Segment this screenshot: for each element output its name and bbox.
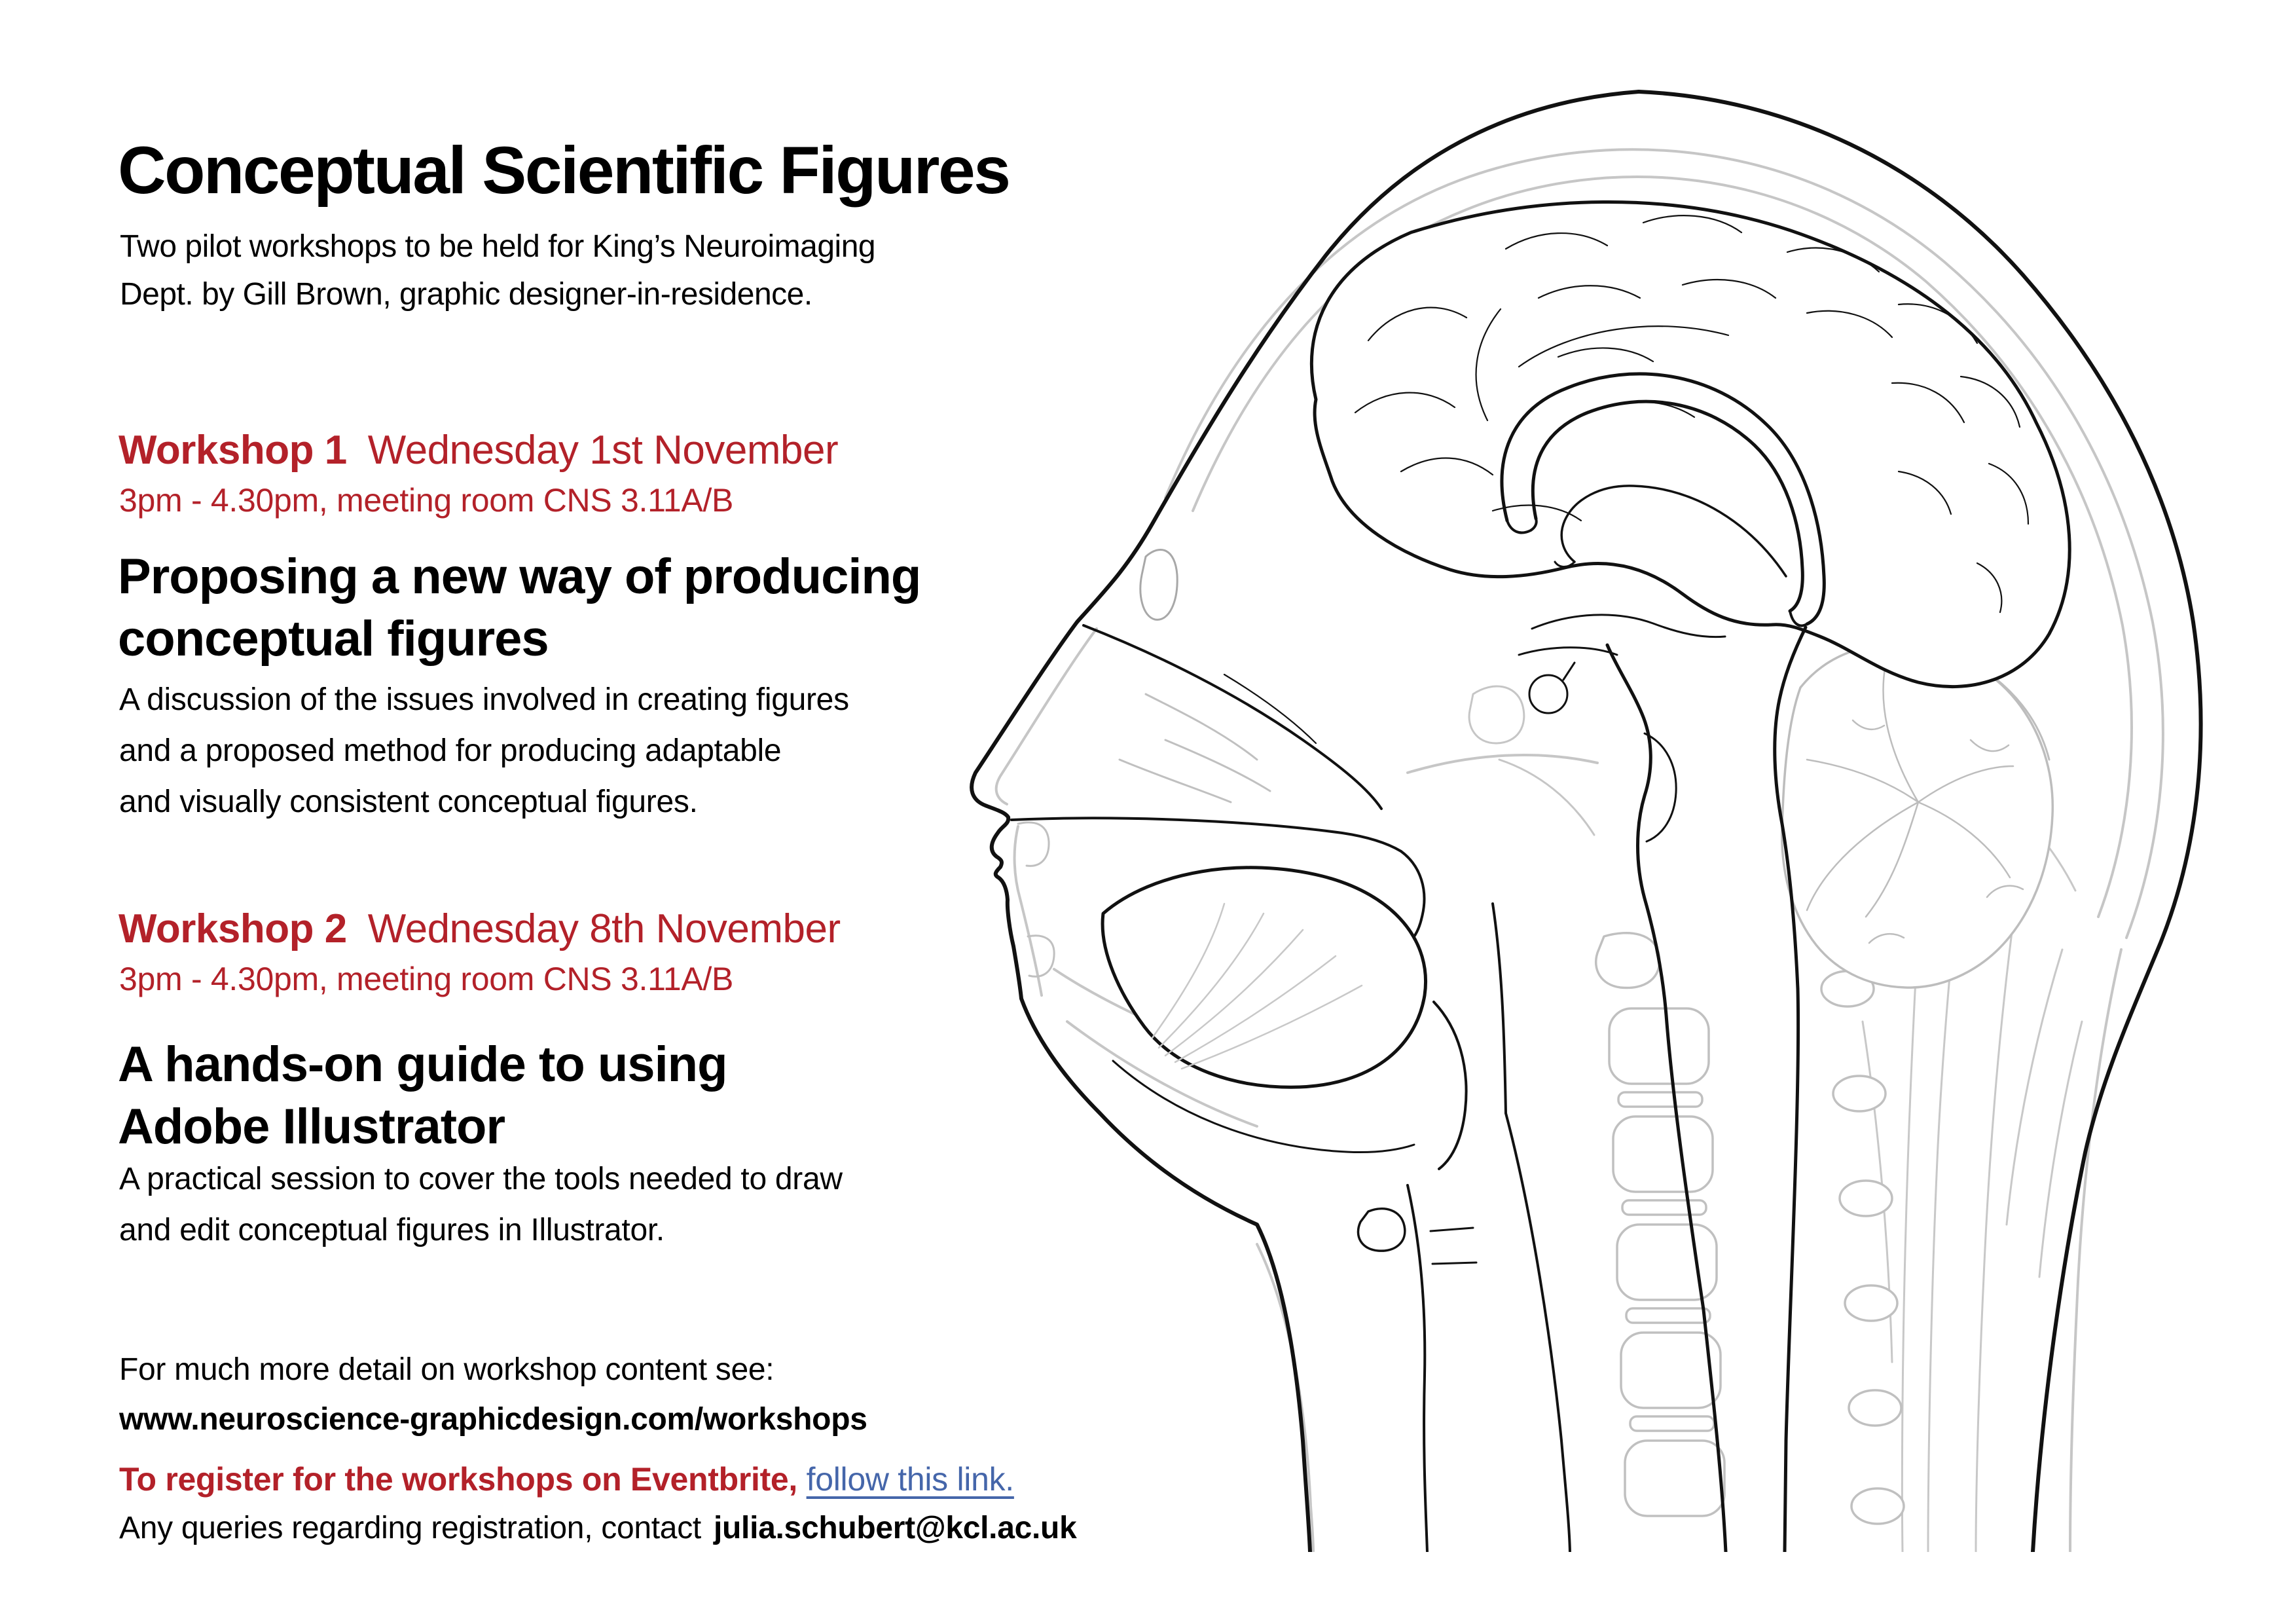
- workshop1-desc-line-1: A discussion of the issues involved in c…: [119, 682, 849, 717]
- brain-cortex: [1309, 200, 2071, 688]
- contact-email: julia.schubert@kcl.ac.uk: [713, 1511, 1077, 1545]
- footer-queries-line: Any queries regarding registration, cont…: [119, 1510, 1077, 1546]
- footer-website: www.neuroscience-graphicdesign.com/works…: [119, 1402, 867, 1437]
- footer-register-line: To register for the workshops on Eventbr…: [119, 1460, 1014, 1498]
- workshop2-heading: Workshop 2 Wednesday 8th November: [118, 906, 841, 952]
- gyri-lines: [1354, 215, 2030, 614]
- subtitle-line-2: Dept. by Gill Brown, graphic designer-in…: [120, 277, 812, 312]
- hyoid-bone: [1357, 1208, 1406, 1252]
- tongue: [1101, 866, 1427, 1252]
- subtitle: Two pilot workshops to be held for King’…: [120, 223, 876, 318]
- workshop2-title: A hands-on guide to using Adobe Illustra…: [118, 1033, 728, 1158]
- brainstem-spinal-cord: [1605, 625, 1808, 1552]
- nasal-cavity: [1010, 624, 1426, 950]
- head-illustration: [970, 90, 2203, 1552]
- workshop1-description: A discussion of the issues involved in c…: [119, 674, 849, 828]
- workshop2-desc-line-2: and edit conceptual figures in Illustrat…: [119, 1213, 665, 1247]
- queries-prefix: Any queries regarding registration, cont…: [119, 1511, 701, 1545]
- corpus-callosum: [1500, 372, 1826, 714]
- register-link[interactable]: follow this link.: [806, 1461, 1015, 1498]
- workshop1-desc-line-3: and visually consistent conceptual figur…: [119, 784, 698, 819]
- workshop1-heading: Workshop 1 Wednesday 1st November: [118, 427, 839, 473]
- tongue-muscle-striations: [1151, 902, 1363, 1070]
- skull-base-lines: [1468, 685, 1595, 836]
- footer-detail-line: For much more detail on workshop content…: [119, 1352, 774, 1387]
- register-prefix: To register for the workshops on Eventbr…: [119, 1461, 798, 1498]
- head-profile-outline: [970, 90, 2203, 1552]
- workshop1-date: Wednesday 1st November: [367, 428, 839, 473]
- workshop1-desc-line-2: and a proposed method for producing adap…: [119, 733, 782, 768]
- subtitle-line-1: Two pilot workshops to be held for King’…: [120, 229, 876, 264]
- pituitary-gland: [1528, 674, 1569, 714]
- workshop2-title-line-1: A hands-on guide to using: [118, 1037, 728, 1092]
- workshop2-title-line-2: Adobe Illustrator: [118, 1099, 505, 1154]
- workshop2-time-location: 3pm - 4.30pm, meeting room CNS 3.11A/B: [119, 961, 734, 997]
- workshop1-time-location: 3pm - 4.30pm, meeting room CNS 3.11A/B: [119, 482, 734, 519]
- workshop2-desc-line-1: A practical session to cover the tools n…: [119, 1162, 843, 1196]
- throat-airway: [1406, 902, 1571, 1552]
- workshop1-label: Workshop 1: [118, 428, 347, 473]
- teeth: [1017, 821, 1055, 978]
- neck-muscle-lines: [1861, 771, 2083, 1552]
- workshop2-description: A practical session to cover the tools n…: [119, 1154, 843, 1256]
- frontal-sinus: [1139, 549, 1178, 621]
- page-title: Conceptual Scientific Figures: [118, 133, 1011, 208]
- workshop1-title-line-1: Proposing a new way of producing: [118, 549, 921, 604]
- mandible-line: [1112, 1060, 1415, 1154]
- workshop2-label: Workshop 2: [118, 906, 347, 951]
- workshop1-title-line-2: conceptual figures: [118, 611, 549, 667]
- workshop2-date: Wednesday 8th November: [367, 906, 841, 951]
- workshop1-title: Proposing a new way of producing concept…: [118, 545, 921, 670]
- cervical-vertebrae: [1594, 931, 1905, 1525]
- turbinates: [1118, 693, 1271, 803]
